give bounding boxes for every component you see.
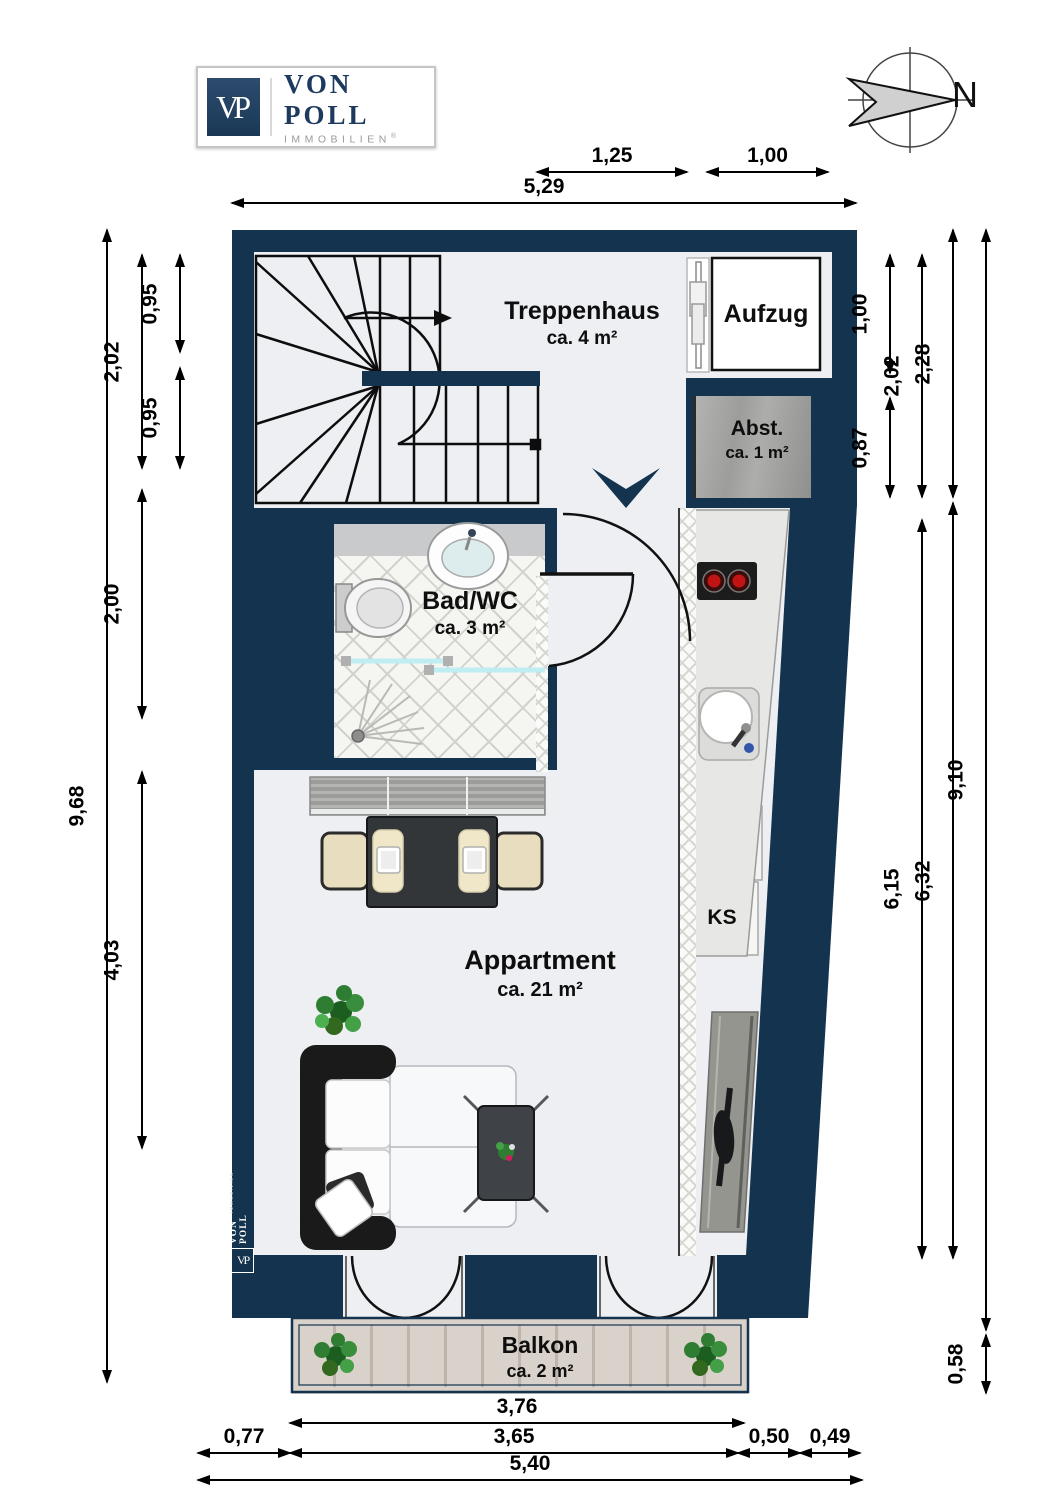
sideboard bbox=[310, 777, 545, 815]
balcony-border bbox=[290, 1316, 750, 1394]
vp-monogram-icon: VP bbox=[207, 78, 261, 136]
room-area: ca. 21 m² bbox=[497, 978, 583, 1001]
label-badwc: Bad/WC ca. 3 m² bbox=[422, 586, 518, 641]
room-area: ca. 2 m² bbox=[506, 1360, 574, 1381]
elevator-cab bbox=[710, 256, 822, 372]
balcony-plant bbox=[314, 1333, 357, 1376]
logo-name: VON POLL bbox=[283, 68, 370, 130]
logo-divider bbox=[270, 78, 272, 136]
storage-room-floor bbox=[693, 396, 811, 498]
watermark-name: VON POLL bbox=[229, 1214, 249, 1244]
label-balkon: Balkon ca. 2 m² bbox=[502, 1331, 579, 1382]
french-doors bbox=[345, 1255, 715, 1320]
staircase bbox=[254, 254, 542, 505]
room-name: Aufzug bbox=[723, 300, 809, 328]
logo-subtitle: IMMOBILIEN® bbox=[283, 132, 401, 146]
room-name: Bad/WC bbox=[422, 587, 518, 615]
room-area: ca. 1 m² bbox=[725, 443, 789, 463]
label-treppenhaus: Treppenhaus ca. 4 m² bbox=[504, 296, 660, 351]
label-abstellraum: Abst. ca. 1 m² bbox=[725, 416, 788, 464]
tv-unit bbox=[699, 1011, 759, 1233]
balcony-plant bbox=[684, 1333, 727, 1376]
room-name: Balkon bbox=[501, 1332, 579, 1358]
room-name: Appartment bbox=[464, 945, 616, 975]
vonpoll-logo: VP VON POLL IMMOBILIEN® bbox=[196, 66, 436, 148]
sofa bbox=[300, 1045, 396, 1250]
balcony-deck bbox=[299, 1325, 741, 1387]
hatched-wall-left bbox=[536, 576, 548, 772]
wall-watermark: VON POLL IMMOBILIEN VP bbox=[229, 1172, 259, 1274]
watermark-vp-icon: VP bbox=[231, 1248, 254, 1273]
north-label: N bbox=[952, 74, 978, 115]
registered-mark: ® bbox=[390, 132, 401, 140]
label-aufzug: Aufzug bbox=[724, 299, 809, 330]
label-appartment: Appartment ca. 21 m² bbox=[464, 944, 616, 1003]
vp-monogram: VP bbox=[216, 88, 251, 125]
door-arcs bbox=[540, 512, 692, 668]
room-area: ca. 4 m² bbox=[546, 328, 618, 350]
elevator-door-icon bbox=[686, 257, 710, 373]
plant bbox=[315, 985, 364, 1035]
bathroom-tiles bbox=[334, 556, 545, 758]
coffee-table bbox=[462, 1094, 550, 1214]
room-name: Abst. bbox=[730, 417, 784, 440]
room-name: KS bbox=[707, 906, 737, 929]
room-area: ca. 3 m² bbox=[434, 618, 506, 640]
entrance-arrow-icon bbox=[592, 468, 660, 508]
dining-set bbox=[320, 816, 544, 908]
bathroom-fixtures bbox=[335, 522, 545, 745]
sideboard-detail bbox=[309, 776, 546, 816]
compass-icon bbox=[845, 47, 975, 153]
room-name: Treppenhaus bbox=[504, 297, 660, 325]
label-kuehlschrank: KS bbox=[707, 905, 736, 931]
watermark-subtitle: IMMOBILIEN bbox=[229, 1171, 234, 1214]
kitchen-fixtures bbox=[697, 562, 760, 761]
hatched-wall-kitchen bbox=[678, 508, 696, 1256]
